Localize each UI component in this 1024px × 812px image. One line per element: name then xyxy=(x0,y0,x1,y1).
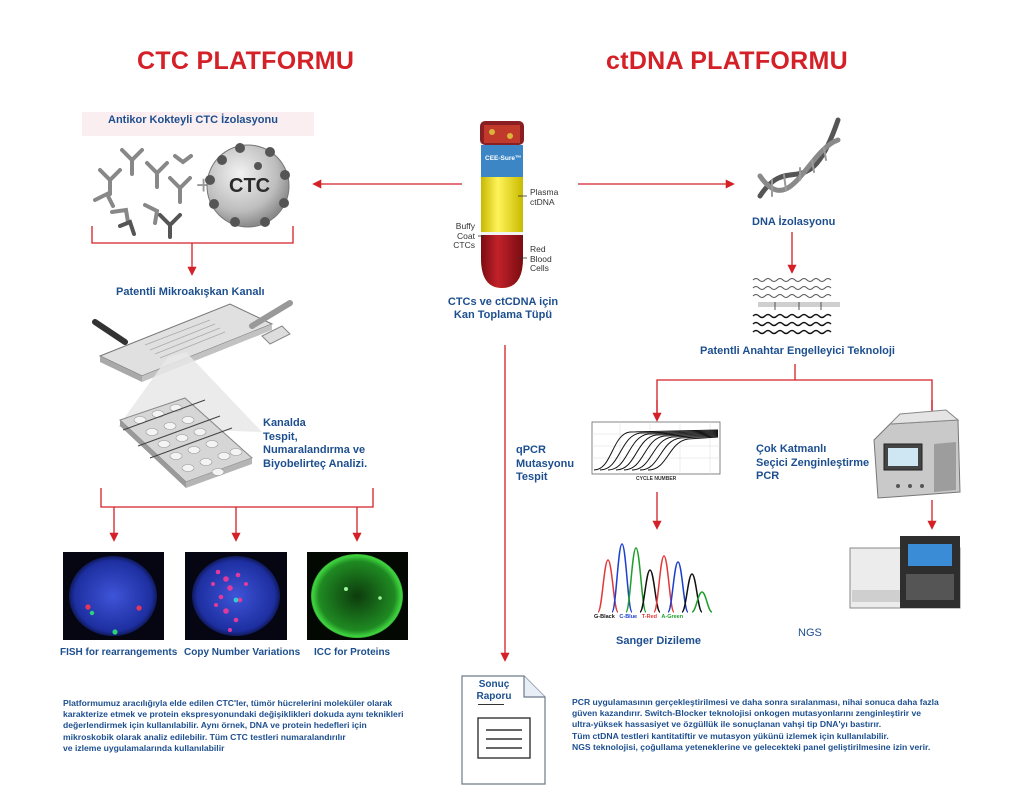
ctdna-description-line: güven kazandırır. Switch-Blocker teknolo… xyxy=(572,708,922,719)
buffy-line: Coat xyxy=(457,230,475,241)
buffy-line: CTCs xyxy=(453,240,475,250)
ctdna-description: PCR uygulamasının gerçekleştirilmesi ve … xyxy=(572,697,992,753)
microfluidic-step-label: Patentli Mikroakışkan Kanalı xyxy=(116,286,265,298)
bracket-ctdna xyxy=(656,379,933,418)
ctc-platform-title: CTC PLATFORMU xyxy=(137,47,355,75)
rbc-label: Red Blood Cells xyxy=(530,244,552,274)
ctc-description-line: mikroskobik olarak analiz edilebilir. Tü… xyxy=(63,731,346,742)
report-title-line: Raporu xyxy=(476,691,512,702)
sanger-label: Sanger Dizileme xyxy=(616,635,701,647)
pcr-line: Seçici Zenginleştirme xyxy=(756,456,870,469)
tube-brand-label: CEE-Sure™ xyxy=(485,155,522,162)
ctdna-platform-title: ctDNA PLATFORMU xyxy=(606,47,848,75)
bracket-isolation xyxy=(91,226,294,244)
ctdna-description-line: ultra-yüksek hassasiyet ve özgüllük ile … xyxy=(572,719,882,730)
legend-a: A-Green xyxy=(661,614,684,620)
pcr-label: Çok Katmanlı Seçici Zenginleştirme PCR xyxy=(756,443,869,484)
sanger-legend: G-Black C-Blue T-Red A-Green xyxy=(594,614,683,620)
antibody-icon xyxy=(93,148,193,239)
report-title-line: Sonuç xyxy=(478,679,510,690)
tube-caption: CTCs ve ctCDNA için Kan Toplama Tüpü xyxy=(440,296,566,322)
ngs-machine-icon xyxy=(849,536,961,609)
analysis-step-label: Kanalda Tespit, Numaralandırma ve Biyobe… xyxy=(263,417,367,471)
ctc-description-line: değerlendirmek için kullanılabilir. Aynı… xyxy=(63,720,367,731)
icc-image xyxy=(307,552,408,640)
buffy-line: Buffy xyxy=(455,221,475,231)
qpcr-line: qPCR xyxy=(516,444,546,456)
report-document-icon xyxy=(461,675,546,785)
analysis-line: Biyobelirteç Analizi. xyxy=(263,457,368,470)
qpcr-line: Mutasyonu xyxy=(516,457,575,470)
fish-image xyxy=(63,552,164,640)
qpcr-curves-icon xyxy=(591,421,721,475)
rbc-line: Cells xyxy=(530,263,549,273)
ctdna-description-line: Tüm ctDNA testleri kantitatiftir ve muta… xyxy=(572,730,889,741)
tube-caption-line: Kan Toplama Tüpü xyxy=(453,309,553,321)
antibody-step-label: Antikor Kokteyli CTC İzolasyonu xyxy=(108,114,278,126)
icc-caption: ICC for Proteins xyxy=(314,647,391,658)
bracket-analysis xyxy=(100,488,374,508)
qpcr-axis-label: CYCLE NUMBER xyxy=(636,476,677,482)
report-title-underline xyxy=(478,704,504,705)
switch-blocker-icon xyxy=(752,278,840,335)
analysis-line: Numaralandırma ve xyxy=(263,444,366,456)
fish-caption: FISH for rearrangements xyxy=(60,647,178,658)
ctdna-description-line: PCR uygulamasının gerçekleştirilmesi ve … xyxy=(572,697,939,707)
ctc-description: Platformumuz aracılığıyla elde edilen CT… xyxy=(63,698,463,754)
chip-detail-icon xyxy=(119,397,253,488)
cnv-image xyxy=(185,552,287,640)
pcr-line: Çok Katmanlı xyxy=(756,443,827,455)
plasma-line: Plasma xyxy=(530,187,559,197)
legend-t: T-Red xyxy=(641,614,657,620)
plasma-line: ctDNA xyxy=(530,196,555,207)
qpcr-line: Tespit xyxy=(516,471,548,483)
qpcr-label: qPCR Mutasyonu Tespit xyxy=(516,444,574,485)
dna-helix-icon xyxy=(757,117,841,199)
buffy-label: Buffy Coat CTCs xyxy=(447,221,475,251)
antibody-title-band xyxy=(82,112,314,136)
legend-c: C-Blue xyxy=(619,614,638,620)
ctc-description-line: karakterize etmek ve protein ekspresyonu… xyxy=(63,709,404,720)
pcr-machine-icon xyxy=(873,409,961,499)
blocker-tech-label: Patentli Anahtar Engelleyici Teknoloji xyxy=(700,345,895,357)
pcr-line: PCR xyxy=(756,470,780,482)
ctc-cell-icon xyxy=(205,143,290,228)
legend-g: G-Black xyxy=(594,614,615,620)
dna-isolation-label: DNA İzolasyonu xyxy=(752,216,836,228)
plasma-label: Plasma ctDNA xyxy=(530,187,559,207)
analysis-line: Tespit, xyxy=(263,430,298,443)
rbc-line: Red xyxy=(530,244,546,254)
analysis-line: Kanalda xyxy=(263,417,306,429)
rbc-line: Blood xyxy=(530,253,552,264)
ctdna-description-line: NGS teknolojisi, çoğullama yeteneklerine… xyxy=(572,741,931,752)
ngs-label: NGS xyxy=(798,627,822,639)
report-title: Sonuç Raporu xyxy=(468,679,520,703)
cnv-caption: Copy Number Variations xyxy=(184,647,301,658)
tube-caption-line: CTCs ve ctCDNA için xyxy=(447,296,559,308)
ctc-description-line: ve izleme uygulamalarında kullanılabilir xyxy=(63,742,225,753)
sanger-chromatogram-icon xyxy=(597,543,713,613)
ctc-cell-label: CTC xyxy=(229,175,271,197)
blood-tube-icon xyxy=(480,121,524,288)
ctc-description-line: Platformumuz aracılığıyla elde edilen CT… xyxy=(63,698,393,708)
